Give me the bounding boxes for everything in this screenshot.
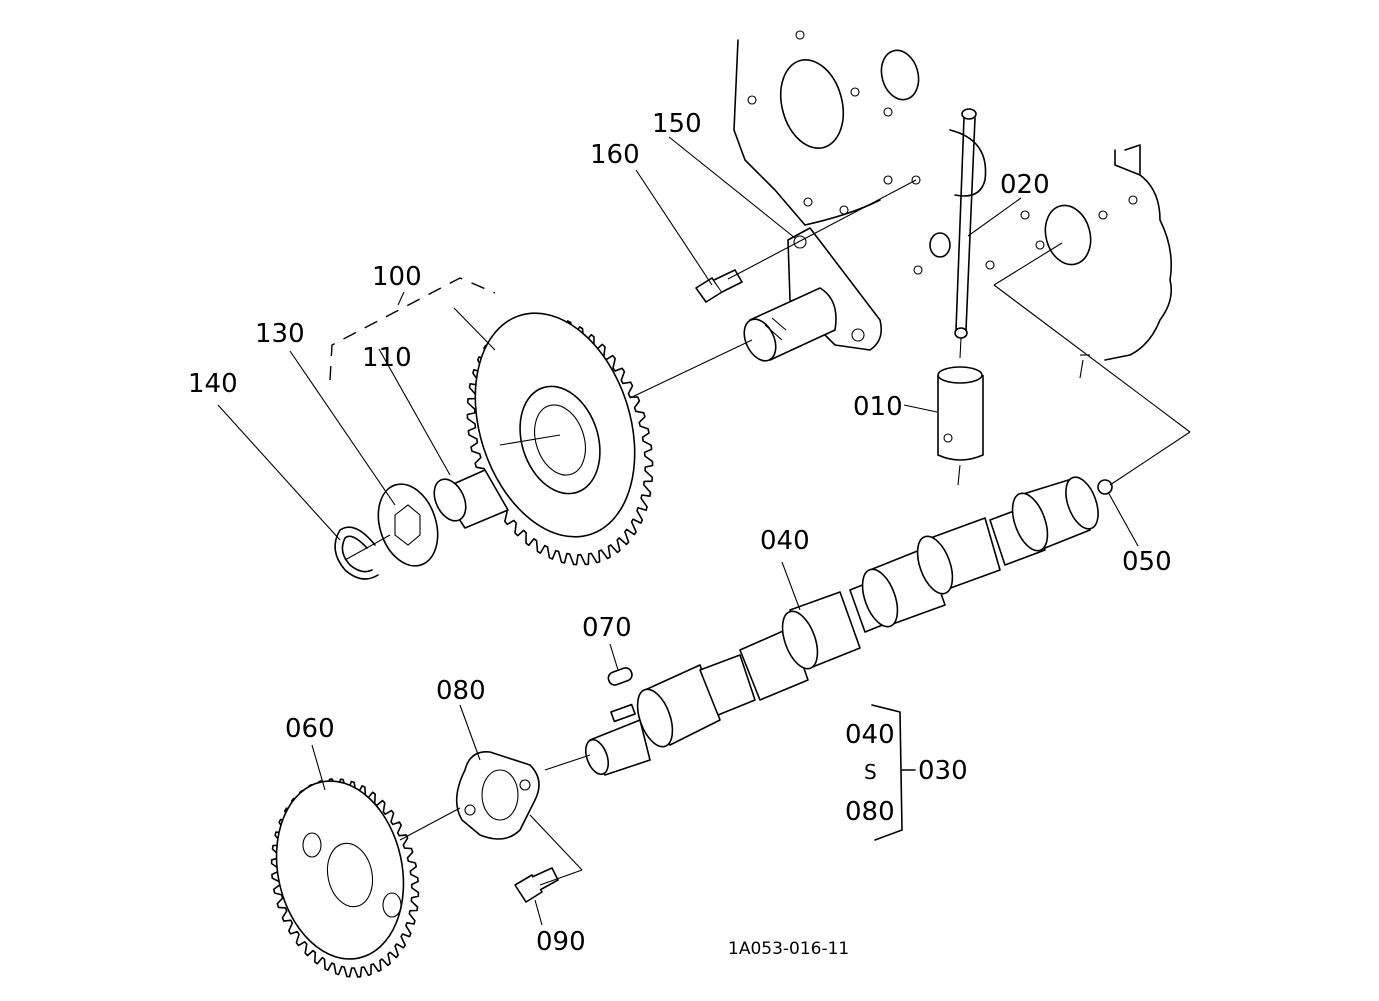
label-040: 040: [760, 526, 810, 556]
feather-key: [607, 667, 633, 686]
tappet: [937, 366, 984, 486]
label-090: 090: [536, 927, 586, 957]
label-150: 150: [652, 109, 702, 139]
cam-gear: [270, 778, 420, 978]
collar: [377, 483, 439, 567]
bushing: [433, 469, 509, 529]
gear-case-plate: [733, 30, 921, 226]
steel-ball: [1097, 479, 1113, 495]
camshaft: [584, 476, 1099, 776]
label-110: 110: [362, 343, 412, 373]
label-070: 070: [582, 613, 632, 643]
label-060: 060: [285, 714, 335, 744]
bolt-090: [514, 867, 559, 903]
drawing-code: 1A053-016-11: [728, 939, 849, 959]
circlip: [334, 526, 379, 580]
label-010: 010: [853, 392, 903, 422]
camshaft-stopper: [455, 751, 540, 840]
label-100: 100: [372, 262, 422, 292]
label-080: 080: [436, 676, 486, 706]
label-030: 030: [918, 756, 968, 786]
idle-gear-shaft: [743, 227, 883, 362]
group-030-tilde: S: [864, 760, 877, 784]
group-bracket-030: [871, 704, 916, 841]
group-030-to: 080: [845, 797, 895, 827]
label-020: 020: [1000, 170, 1050, 200]
label-050: 050: [1122, 547, 1172, 577]
label-160: 160: [590, 140, 640, 170]
group-030-from: 040: [845, 720, 895, 750]
idle-gear: [466, 312, 654, 566]
label-130: 130: [255, 319, 305, 349]
label-140: 140: [188, 369, 238, 399]
assembly-bracket-100: [329, 277, 496, 381]
push-rod: [954, 108, 977, 359]
leader-lines: [217, 136, 1191, 926]
crankcase-wall: [913, 129, 1173, 361]
